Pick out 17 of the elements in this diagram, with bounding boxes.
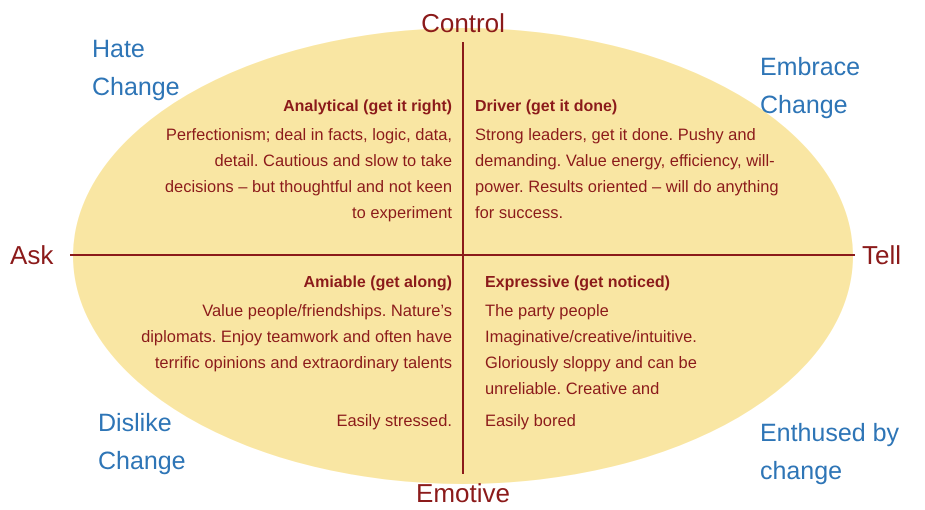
quadrant-text: The party people Imaginative/creative/intuitive. Gloriously sloppy and can be unreliable. Creative and — [485, 301, 698, 400]
corner-label: Dislike Change — [98, 408, 187, 477]
axis-label: Control — [420, 8, 506, 38]
corner-label: Embrace Change — [760, 52, 862, 121]
quadrant-text: Strong leaders, get it done. Pushy and demanding. Value energy, efficiency, will-power. Results oriented – will do anything for success. — [475, 125, 780, 224]
quadrant-text: Perfectionism; deal in facts, logic, data, detail. Cautious and slow to take decisions – but thoughtful and not keen to experiment — [164, 125, 452, 224]
axis-label: Ask — [10, 240, 54, 270]
corner-label: Hate Change — [92, 34, 181, 103]
quadrant-text: Value people/friendships. Nature’s diplomats. Enjoy teamwork and often have terrific opinions and extraordinary talents — [140, 301, 452, 374]
quadrant-heading: Analytical (get it right) — [282, 97, 452, 117]
quadrant-heading: Expressive (get noticed) — [485, 273, 671, 293]
corner-label: Enthused by change — [760, 418, 900, 487]
quadrant-text: Easily stressed. — [335, 411, 452, 432]
quadrant-text: Easily bored — [485, 411, 577, 432]
axis-label: Emotive — [415, 478, 511, 508]
axis-label: Tell — [862, 240, 902, 270]
quadrant-heading: Amiable (get along) — [302, 273, 452, 293]
